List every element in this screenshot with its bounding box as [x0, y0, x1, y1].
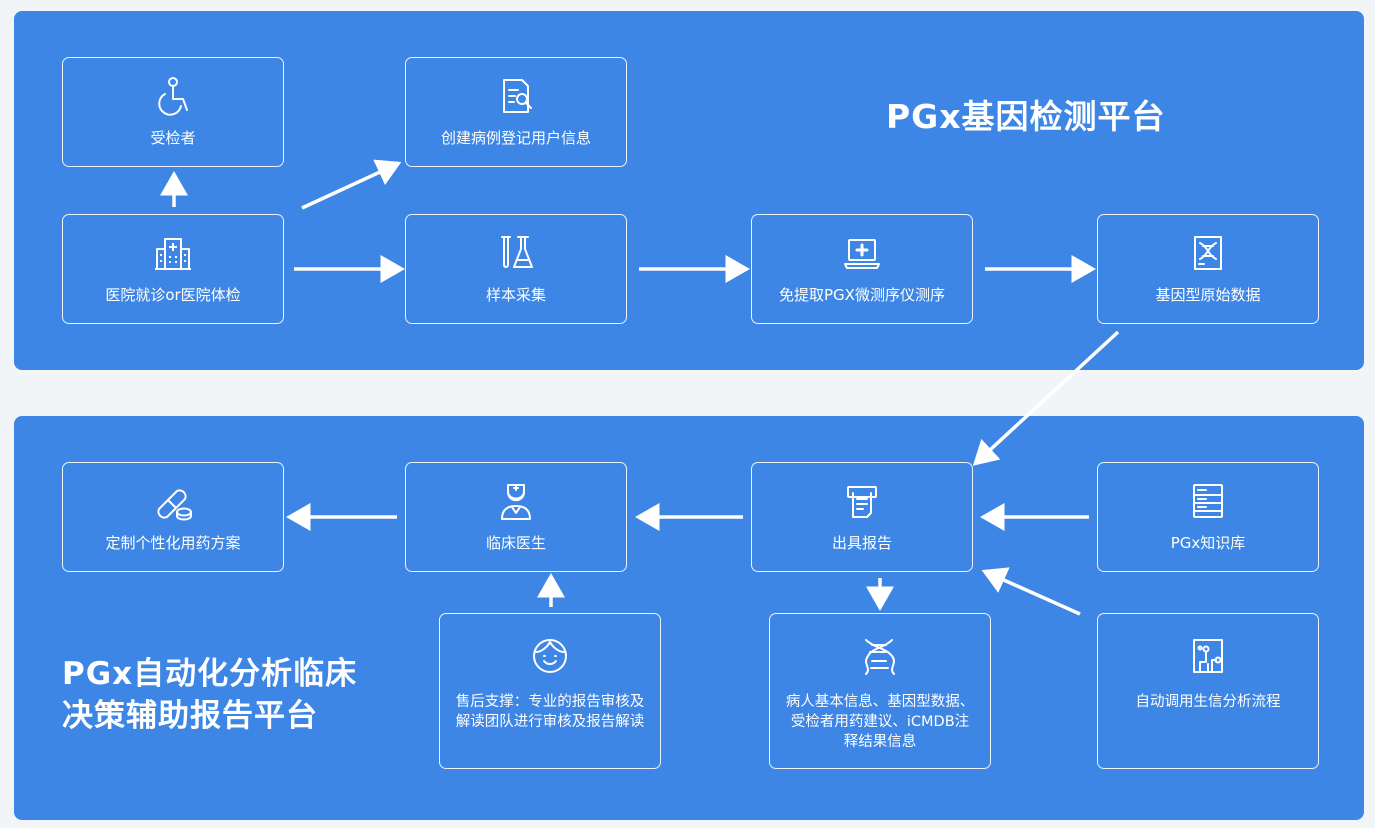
database-server-icon: [1193, 484, 1223, 518]
node-after-sales-label: 售后支撑：专业的报告审核及解读团队进行审核及报告解读: [455, 694, 645, 730]
hospital-building-icon: [155, 238, 191, 270]
printer-report-icon: [847, 486, 877, 518]
node-doctor: 临床医生: [405, 462, 627, 572]
document-search-icon: [503, 79, 532, 113]
wheelchair-person-icon: [158, 77, 188, 116]
node-sample: 样本采集: [405, 214, 627, 324]
node-doctor-label: 临床医生: [485, 534, 546, 552]
node-hospital: 医院就诊or医院体检: [62, 214, 284, 324]
node-knowledge-base: PGx知识库: [1097, 462, 1319, 572]
node-raw-data-label: 基因型原始数据: [1155, 286, 1261, 304]
node-sample-label: 样本采集: [485, 286, 546, 304]
node-pipeline: 自动调用生信分析流程: [1097, 613, 1319, 769]
doctor-icon: [501, 484, 531, 520]
laptop-medical-icon: [844, 239, 880, 269]
circuit-board-icon: [1193, 639, 1223, 673]
bottom-title-line-2: 决策辅助报告平台: [62, 698, 318, 734]
node-after-sales: 售后支撑：专业的报告审核及解读团队进行审核及报告解读: [439, 613, 661, 769]
bottom-platform-title: PGx自动化分析临床 决策辅助报告平台: [62, 653, 382, 737]
node-hospital-label: 医院就诊or医院体检: [105, 286, 241, 304]
node-sequencer-label: 免提取PGX微测序仪测序: [779, 286, 945, 304]
node-subject-label: 受检者: [150, 129, 196, 147]
node-report-label: 出具报告: [831, 534, 892, 552]
node-plan-label: 定制个性化用药方案: [105, 534, 241, 552]
gene-testing-platform-panel: [14, 11, 1364, 370]
bottom-title-line-1: PGx自动化分析临床: [62, 656, 358, 692]
node-report-content: 病人基本信息、基因型数据、受检者用药建议、iCMDB注释结果信息: [769, 613, 991, 769]
node-create-case: 创建病例登记用户信息: [405, 57, 627, 167]
node-report-content-label: 病人基本信息、基因型数据、受检者用药建议、iCMDB注释结果信息: [785, 694, 975, 750]
test-tube-flask-icon: [501, 236, 533, 268]
node-plan: 定制个性化用药方案: [62, 462, 284, 572]
node-report: 出具报告: [751, 462, 973, 572]
node-raw-data: 基因型原始数据: [1097, 214, 1319, 324]
node-pipeline-label: 自动调用生信分析流程: [1135, 694, 1281, 710]
dna-chart-icon: [1194, 236, 1222, 270]
node-knowledge-base-label: PGx知识库: [1170, 534, 1246, 552]
dna-helix-icon: [865, 639, 895, 675]
node-create-case-label: 创建病例登记用户信息: [440, 129, 591, 147]
pill-capsule-icon: [157, 489, 192, 521]
node-sequencer: 免提取PGX微测序仪测序: [751, 214, 973, 324]
top-platform-title: PGx基因检测平台: [886, 97, 1166, 136]
clinical-decision-platform-panel: [14, 416, 1364, 820]
support-agent-icon: [533, 639, 567, 673]
node-subject: 受检者: [62, 57, 284, 167]
